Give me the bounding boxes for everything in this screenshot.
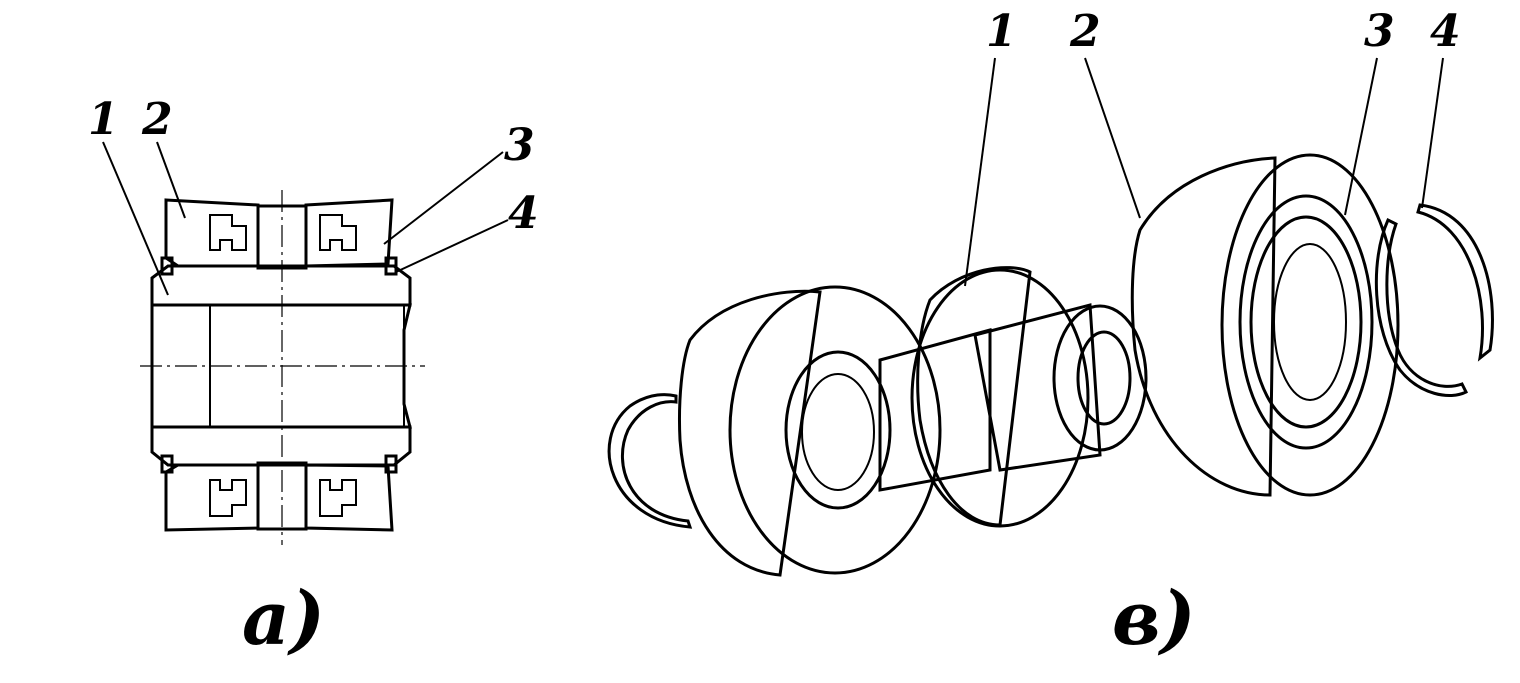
- wheel-right: [1130, 153, 1400, 497]
- caption-v: в): [1112, 576, 1196, 662]
- callout-v-4: 4: [1430, 6, 1461, 57]
- hub-body: [150, 264, 412, 307]
- split-ring-right: [1374, 203, 1494, 397]
- rubber-ring-left-bottom: [164, 463, 260, 532]
- caption-a: а): [242, 576, 325, 662]
- callout-v-3: 3: [1364, 6, 1395, 57]
- callout-a-3: 3: [504, 120, 535, 171]
- split-ring-left: [607, 393, 693, 529]
- callout-v-1: 1: [986, 6, 1017, 57]
- rubber-ring-left-top: [164, 198, 260, 268]
- wheel-left: [677, 285, 942, 577]
- callout-a-4: 4: [508, 188, 539, 239]
- exploded-view: 1 2 3 4 в): [607, 6, 1494, 662]
- callout-v-2: 2: [1069, 6, 1101, 57]
- callout-a-1: 1: [88, 94, 119, 145]
- rubber-ring-right-top: [304, 198, 394, 268]
- callout-a-2: 2: [141, 94, 173, 145]
- section-view: 1 2 3 4 а): [88, 94, 539, 662]
- hub-body-lower: [150, 425, 412, 467]
- hub-part-1: [878, 266, 1148, 528]
- rubber-ring-right-bottom: [304, 463, 394, 532]
